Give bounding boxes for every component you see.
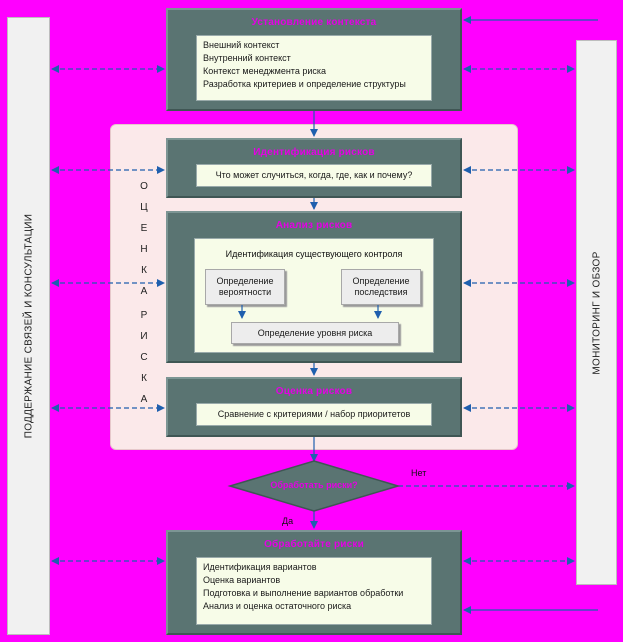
identification-title: Идентификация рисков [253, 147, 375, 158]
letter: С [140, 352, 148, 363]
treatment-list: Идентификация вариантов Оценка вариантов… [196, 557, 432, 625]
context-title: Установление контекста [251, 17, 377, 28]
analysis-title: Анализ рисков [275, 220, 353, 231]
analysis-panel: Идентификация существующего контроля Опр… [194, 238, 434, 353]
letter: А [140, 286, 148, 297]
list-item: Идентификация вариантов [203, 562, 317, 572]
list-item: Контекст менеджмента риска [203, 66, 327, 76]
controls-label: Идентификация существующего контроля [225, 249, 403, 259]
list-item: Анализ и оценка остаточного риска [203, 601, 352, 611]
identification-box: Идентификация рисков Что может случиться… [166, 138, 462, 198]
letter: К [141, 373, 147, 384]
identification-text: Что может случиться, когда, где, как и п… [196, 164, 432, 187]
letter: И [140, 331, 148, 342]
decision-yes-label: Да [282, 516, 294, 526]
consequences-box: Определение последствия [341, 269, 421, 305]
letter: А [140, 394, 148, 405]
list-item: Внешний контекст [203, 40, 280, 50]
letter: Ц [140, 202, 148, 213]
communication-bar: ПОДДЕРЖАНИЕ СВЯЗЕЙ И КОНСУЛЬТАЦИИ [7, 17, 50, 635]
risk-level-box: Определение уровня риска [231, 322, 399, 344]
treatment-box: Обработайте риски Идентификация варианто… [166, 530, 462, 635]
evaluation-box: Оценка рисков Сравнение с критериями / н… [166, 377, 462, 437]
letter: Е [140, 223, 148, 234]
letter: Н [140, 244, 148, 255]
monitoring-bar: МОНИТОРИНГ И ОБЗОР [576, 40, 617, 585]
context-list: Внешний контекст Внутренний контекст Кон… [196, 35, 432, 101]
letter: К [141, 265, 147, 276]
analysis-box: Анализ рисков Идентификация существующег… [166, 211, 462, 363]
probability-box: Определение вероятности [205, 269, 285, 305]
treatment-title: Обработайте риски [264, 539, 364, 550]
evaluation-title: Оценка рисков [275, 386, 353, 397]
letter: О [140, 181, 148, 192]
decision-no-label: Нет [411, 468, 427, 478]
list-item: Внутренний контекст [203, 53, 291, 63]
list-item: Оценка вариантов [203, 575, 281, 585]
evaluation-text: Сравнение с критериями / набор приоритет… [196, 403, 432, 426]
risk-assessment-label: О Ц Е Н К А Р И С К А [137, 176, 151, 436]
context-box: Установление контекста Внешний контекст … [166, 8, 462, 111]
decision-diamond [227, 460, 401, 512]
list-item: Подготовка и выполнение вариантов обрабо… [203, 588, 404, 598]
letter: Р [140, 310, 148, 321]
list-item: Разработка критериев и определение струк… [203, 79, 406, 89]
decision-question: Обработать риски? [270, 480, 358, 490]
